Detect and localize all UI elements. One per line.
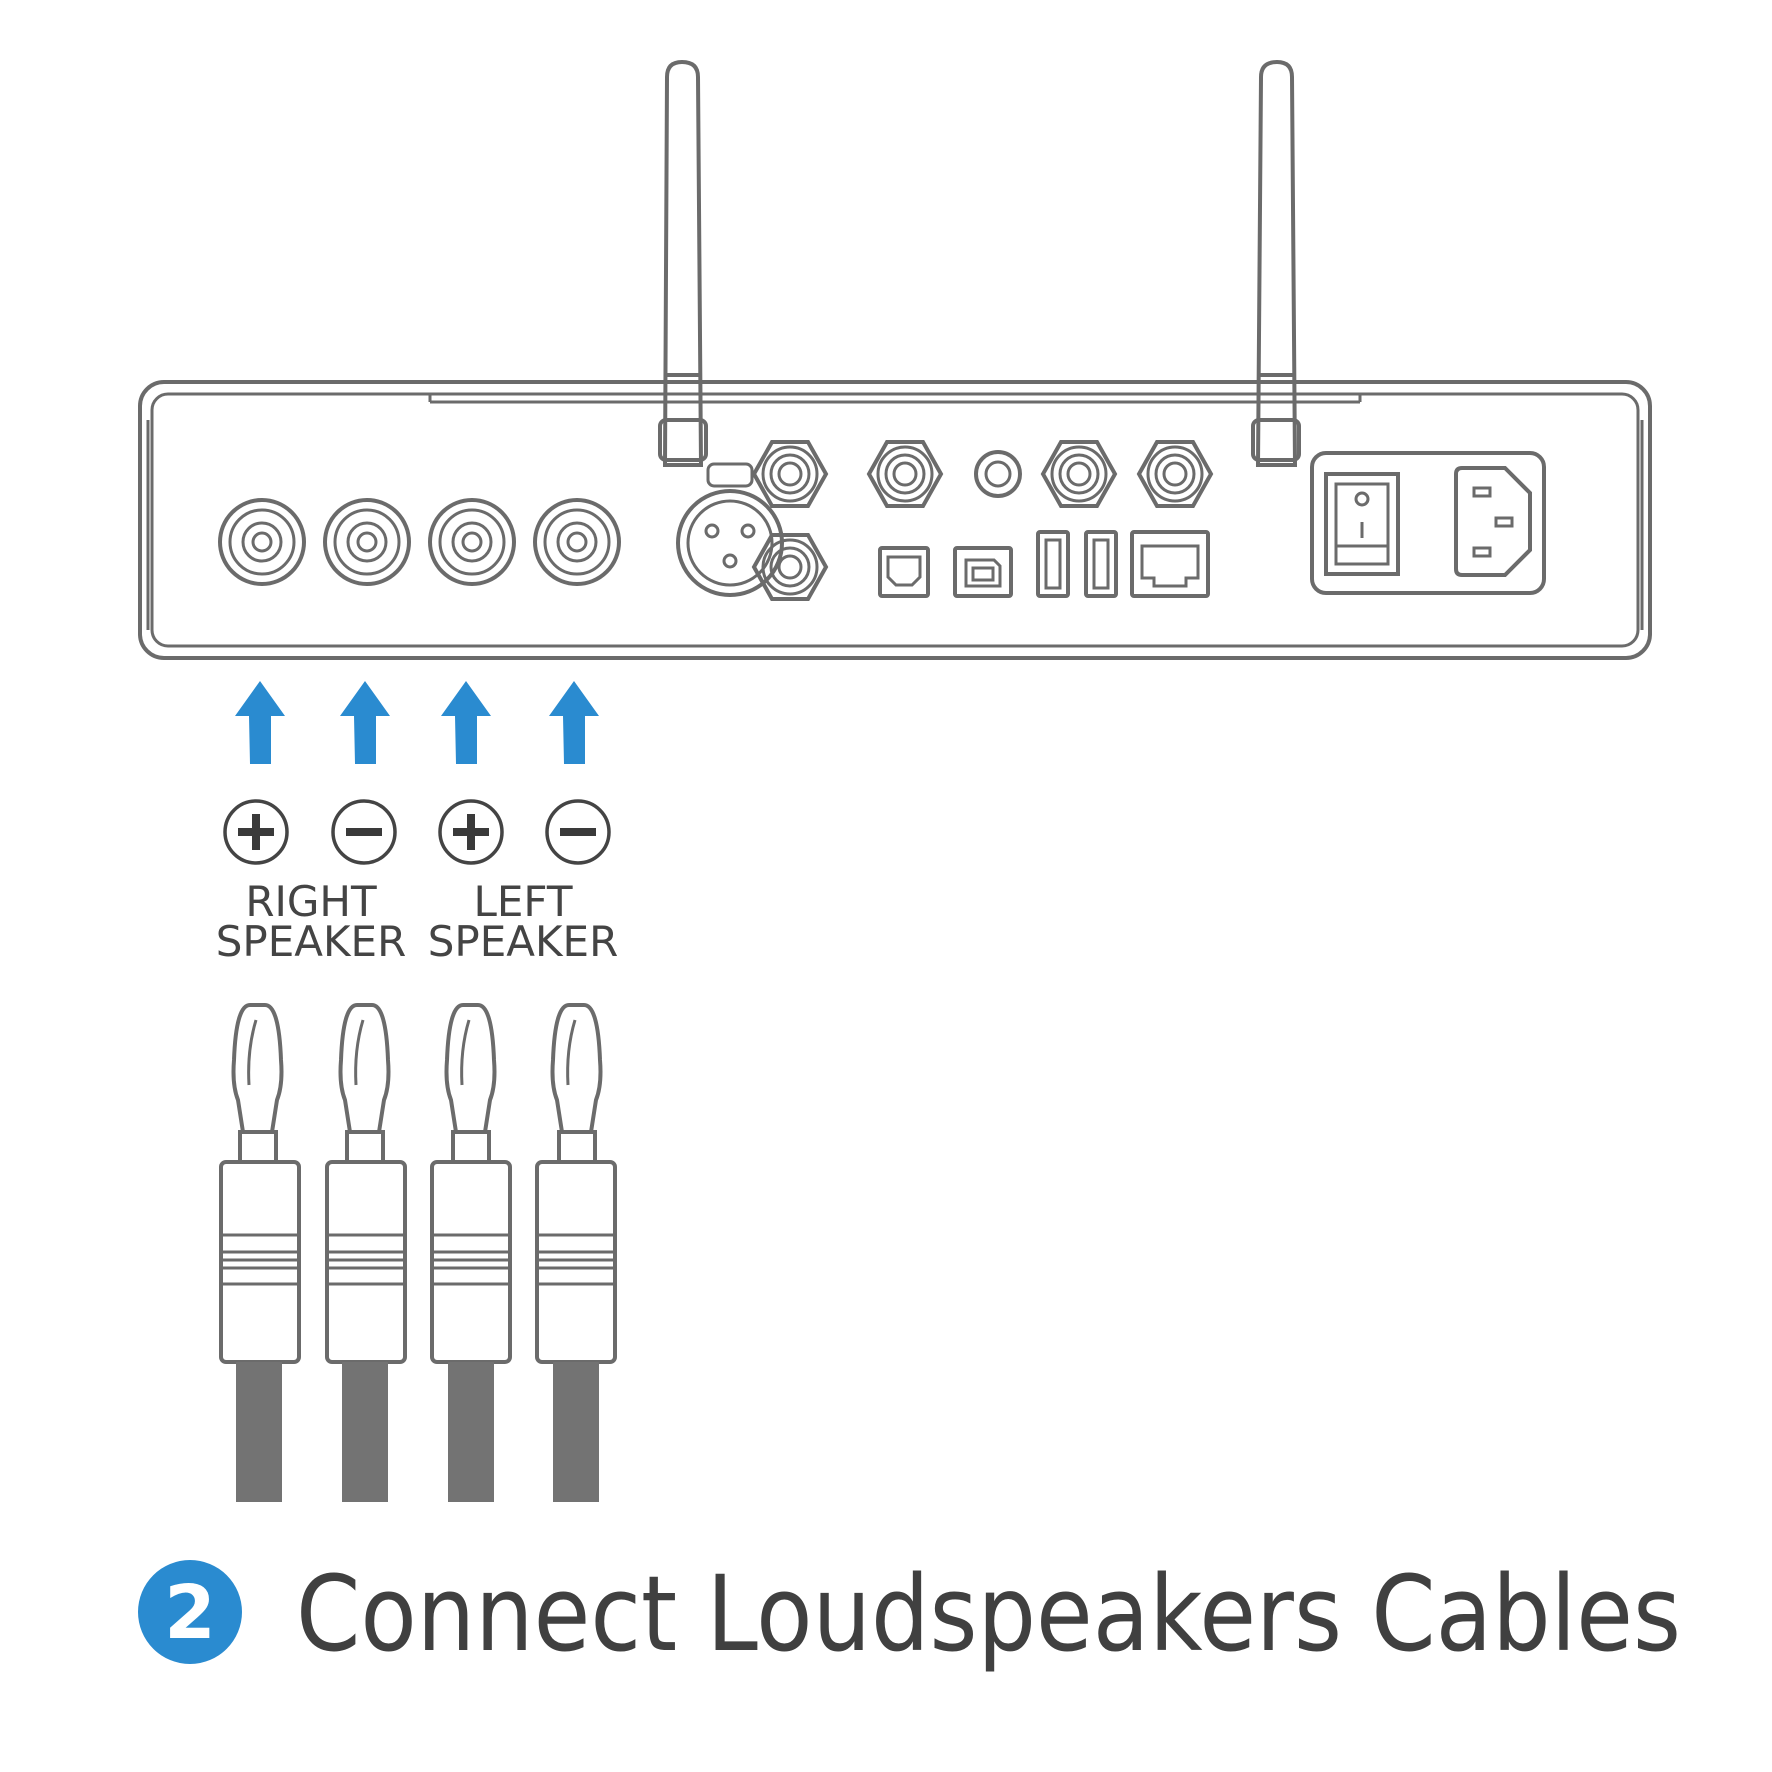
rca-connectors	[751, 440, 1214, 601]
power-switch-icon	[1324, 472, 1400, 576]
rca-jack	[866, 440, 944, 508]
binding-post-left-minus	[533, 498, 621, 586]
antenna-right	[1251, 59, 1301, 467]
insertion-arrows	[235, 681, 599, 764]
step-title: Connect Loudspeakers Cables	[296, 1553, 1681, 1675]
xlr-input	[676, 462, 784, 597]
binding-post-right-minus	[323, 498, 411, 586]
binding-post-right-plus	[218, 498, 306, 586]
minus-icon	[331, 799, 397, 865]
antenna-left	[658, 59, 708, 467]
banana-plug	[325, 1003, 407, 1502]
polarity-symbols	[223, 799, 611, 865]
banana-plug	[535, 1003, 617, 1502]
usb-a-ports	[1036, 530, 1118, 598]
left-speaker-label-line1: LEFT	[473, 877, 572, 926]
rca-jack	[751, 440, 829, 508]
arrow-up-icon	[340, 681, 390, 764]
left-speaker-label-line2: SPEAKER	[428, 917, 619, 966]
binding-posts	[218, 498, 621, 586]
arrow-up-icon	[441, 681, 491, 764]
step-badge: 2	[138, 1560, 242, 1664]
usb-b-port	[953, 546, 1013, 598]
right-speaker-label-line1: RIGHT	[245, 877, 377, 926]
iec-power-inlet-icon	[1454, 466, 1532, 577]
plus-icon	[438, 799, 504, 865]
rca-jack	[1040, 440, 1118, 508]
arrow-up-icon	[235, 681, 285, 764]
optical-input	[878, 546, 930, 598]
binding-post-left-plus	[428, 498, 516, 586]
ethernet-port	[1130, 530, 1210, 598]
device-chassis	[138, 380, 1652, 660]
rca-jack	[751, 533, 829, 601]
power-panel	[1310, 451, 1546, 595]
banana-plug	[219, 1003, 301, 1502]
plus-icon	[223, 799, 289, 865]
arrow-up-icon	[549, 681, 599, 764]
rca-jack	[1136, 440, 1214, 508]
right-speaker-label-line2: SPEAKER	[216, 917, 407, 966]
minus-icon	[545, 799, 611, 865]
step-number: 2	[164, 1570, 216, 1656]
banana-plug	[430, 1003, 512, 1502]
mini-jack	[974, 450, 1022, 498]
